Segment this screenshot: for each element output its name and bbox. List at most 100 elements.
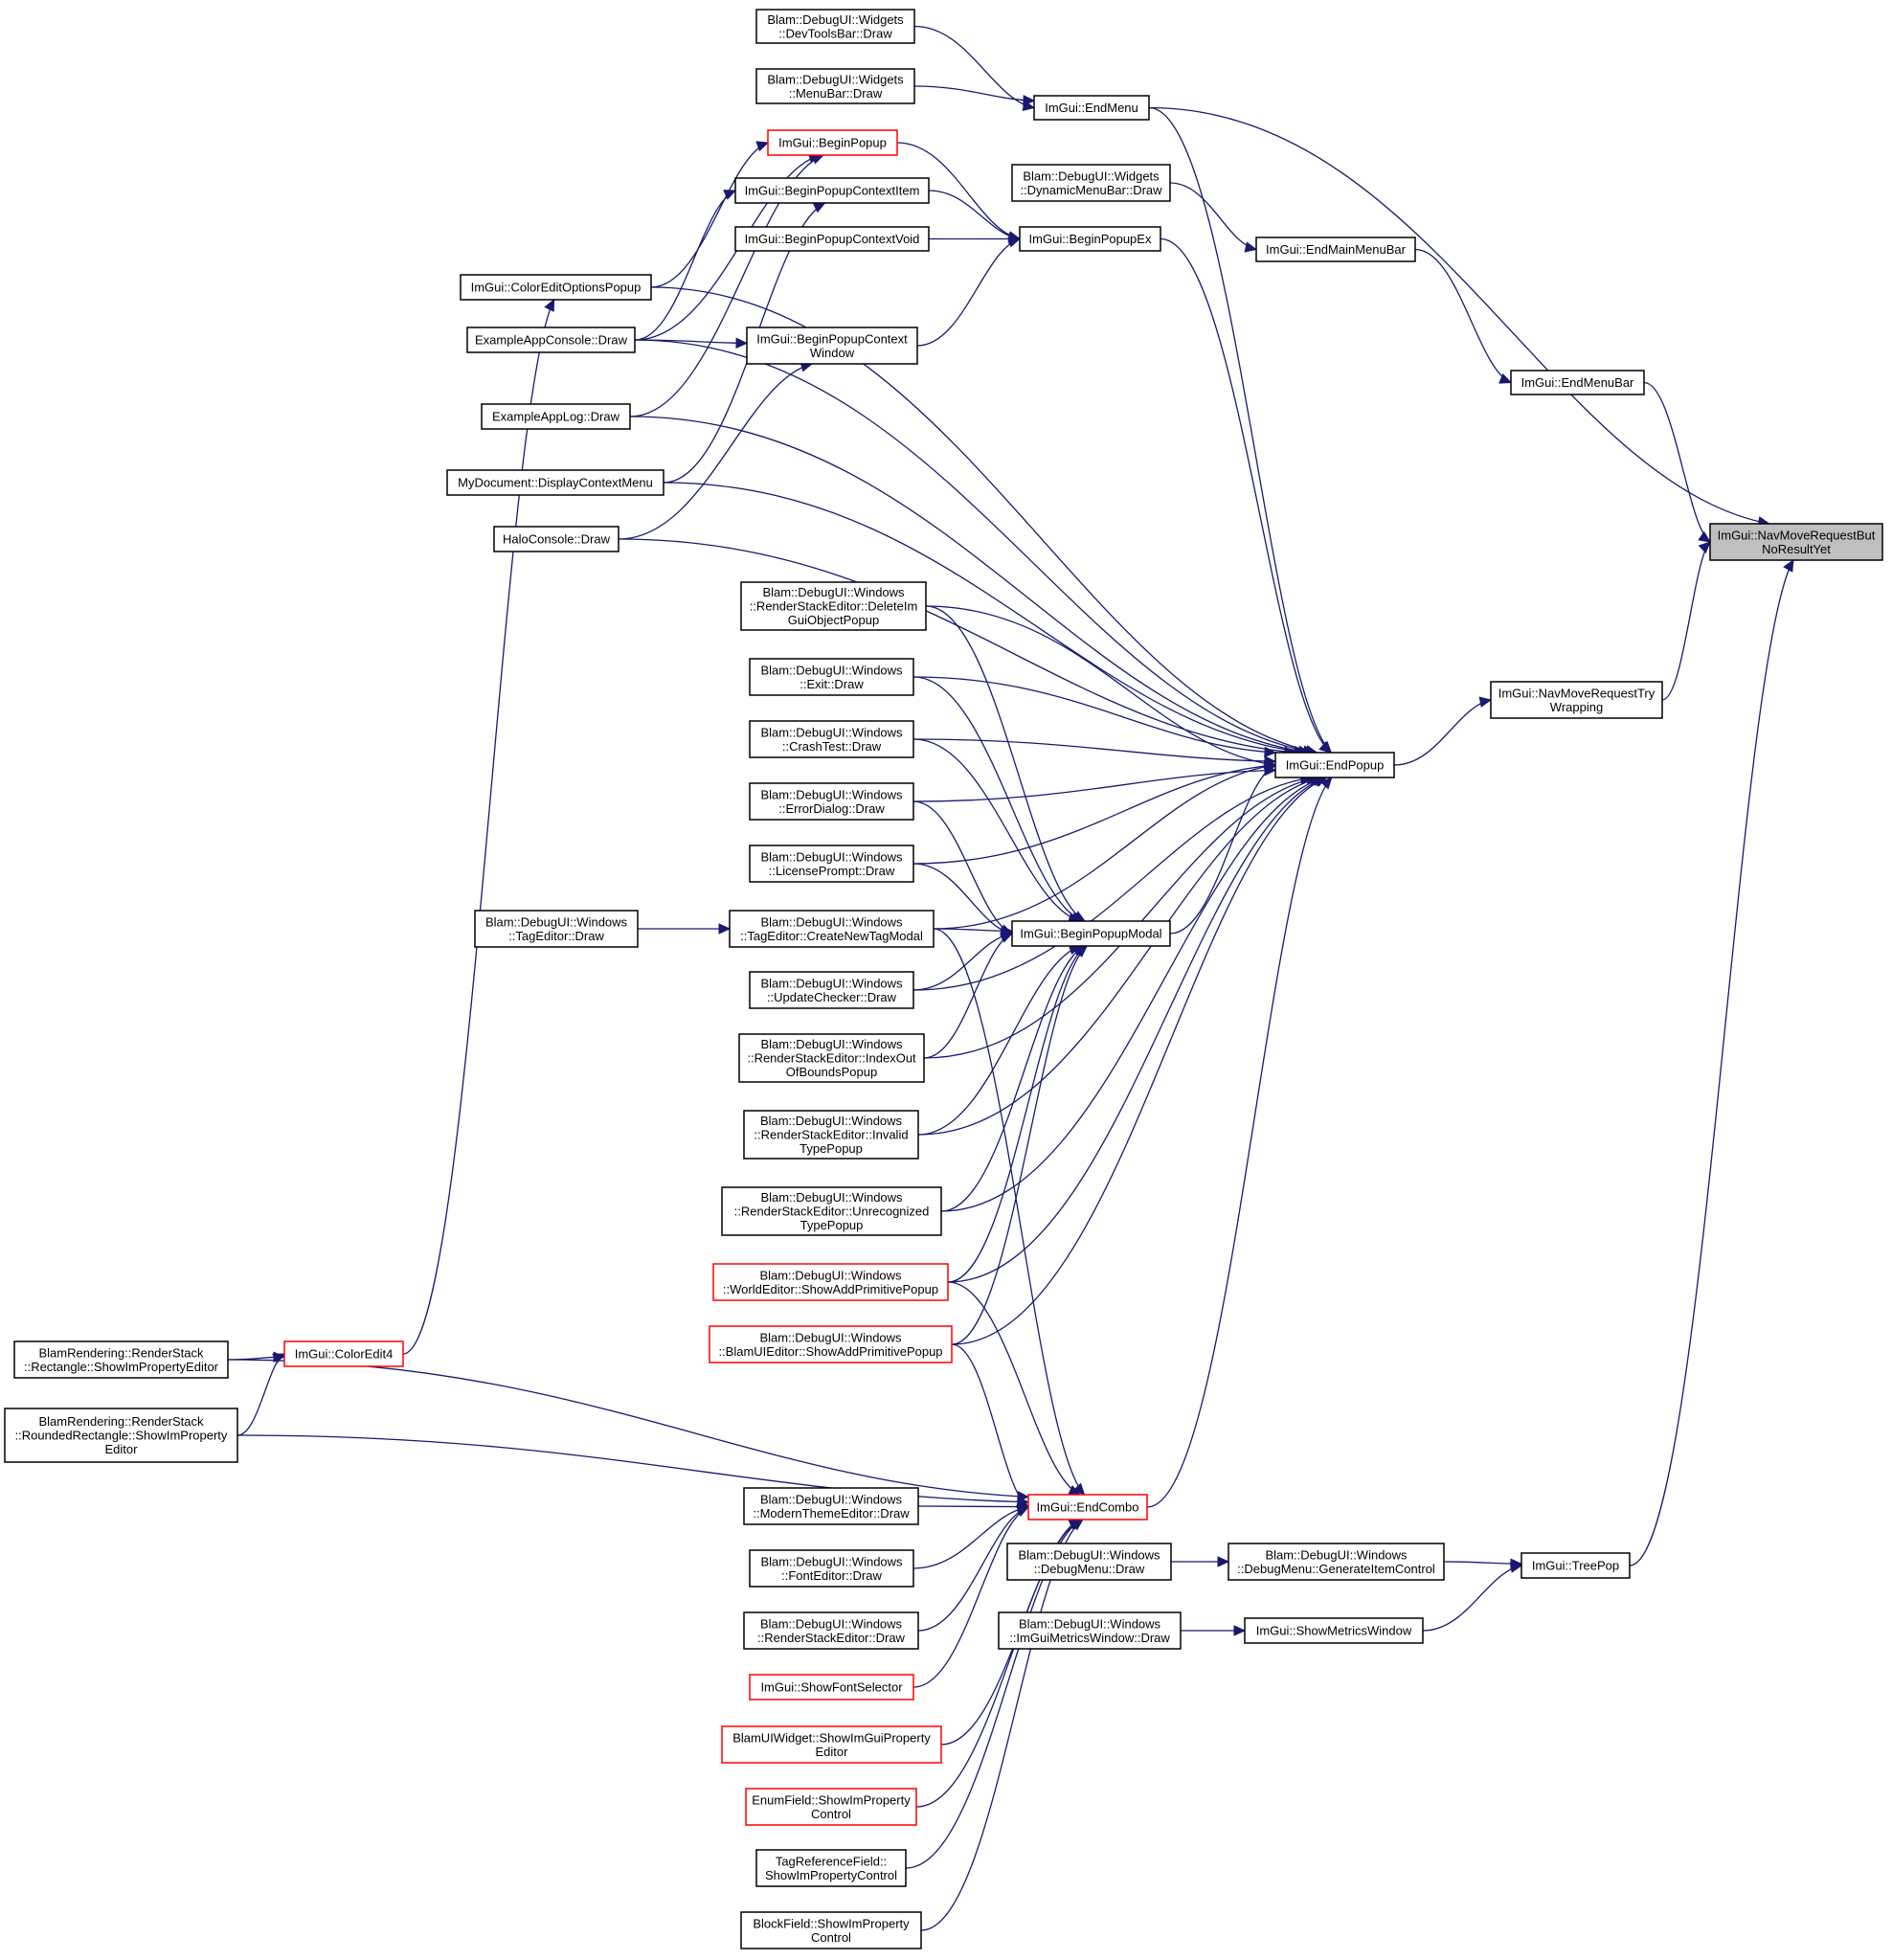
edge-endcombo-to-endpopup [1146, 777, 1333, 1508]
edge-blamuieditor-to-endcombo [951, 1343, 1030, 1508]
node-rsindex[interactable]: Blam::DebugUI::Windows::RenderStackEdito… [738, 1033, 925, 1083]
node-blamuieditor[interactable]: Blam::DebugUI::Windows::BlamUIEditor::Sh… [709, 1325, 953, 1363]
edge-exitdraw-to-endpopup [912, 676, 1277, 758]
node-bpcvoid[interactable]: ImGui::BeginPopupContextVoid [734, 226, 930, 252]
node-box [712, 1263, 949, 1301]
node-label: ExampleAppConsole::Draw [475, 333, 628, 348]
node-moderntheme[interactable]: Blam::DebugUI::Windows::ModernThemeEdito… [743, 1487, 919, 1525]
node-debugmenu[interactable]: Blam::DebugUI::Windows::DebugMenu::Draw [1006, 1543, 1172, 1581]
node-beginpopup[interactable]: ImGui::BeginPopup [767, 129, 898, 156]
node-label: Blam::DebugUI::Widgets [767, 72, 904, 86]
node-fontselector[interactable]: ImGui::ShowFontSelector [749, 1674, 914, 1701]
node-showmetrics[interactable]: ImGui::ShowMetricsWindow [1244, 1617, 1424, 1644]
node-tageditor[interactable]: Blam::DebugUI::Windows::TagEditor::Draw [474, 910, 639, 948]
node-box [4, 1408, 238, 1463]
node-updatechecker[interactable]: Blam::DebugUI::Windows::UpdateChecker::D… [749, 971, 914, 1009]
edge-line [912, 933, 1013, 991]
node-createtag[interactable]: Blam::DebugUI::Windows::TagEditor::Creat… [729, 910, 935, 948]
arrowhead [1000, 932, 1014, 943]
edge-line [1148, 106, 1769, 525]
edge-bpcvoid-to-beginpopupex [929, 233, 1022, 245]
node-endpopup[interactable]: ImGui::EndPopup [1274, 752, 1395, 778]
node-worldeditor[interactable]: Blam::DebugUI::Windows::WorldEditor::Sho… [712, 1263, 949, 1301]
node-dynmenubar[interactable]: Blam::DebugUI::Widgets::DynamicMenuBar::… [1011, 164, 1171, 202]
node-label: ::RenderStackEditor::IndexOut [747, 1051, 916, 1066]
node-haloconsole[interactable]: HaloConsole::Draw [493, 526, 619, 552]
node-label: Blam::DebugUI::Windows [762, 585, 905, 599]
node-menubar[interactable]: Blam::DebugUI::Widgets::MenuBar::Draw [755, 68, 915, 104]
node-coloreditopts[interactable]: ImGui::ColorEditOptionsPopup [460, 274, 652, 301]
node-errordialog[interactable]: Blam::DebugUI::Windows::ErrorDialog::Dra… [749, 782, 914, 821]
node-beginpopupex[interactable]: ImGui::BeginPopupEx [1019, 226, 1161, 252]
edge-devtools-to-endmenu [913, 25, 1036, 111]
node-label: ::RenderStackEditor::Unrecognized [734, 1205, 930, 1219]
node-roundedrect[interactable]: BlamRendering::RenderStack::RoundedRecta… [4, 1408, 238, 1463]
node-rsunrec[interactable]: Blam::DebugUI::Windows::RenderStackEdito… [721, 1186, 942, 1236]
node-license[interactable]: Blam::DebugUI::Windows::LicensePrompt::D… [749, 845, 914, 883]
node-bpmodal[interactable]: ImGui::BeginPopupModal [1011, 920, 1171, 947]
node-endmenu[interactable]: ImGui::EndMenu [1033, 95, 1150, 121]
node-genitem[interactable]: Blam::DebugUI::Windows::DebugMenu::Gener… [1228, 1543, 1445, 1581]
node-box [749, 845, 914, 883]
edge-coloreditopts-to-beginpopup [650, 141, 770, 288]
node-coloredit4[interactable]: ImGui::ColorEdit4 [283, 1340, 404, 1367]
node-label: ImGui::EndMenu [1045, 101, 1138, 115]
arrowhead [1217, 1556, 1230, 1567]
node-devtools[interactable]: Blam::DebugUI::Widgets::DevToolsBar::Dra… [755, 9, 915, 44]
node-label: Blam::DebugUI::Windows [759, 1330, 902, 1344]
node-box [749, 1549, 914, 1588]
node-endmainmenubar[interactable]: ImGui::EndMainMenuBar [1255, 237, 1416, 262]
node-label: Blam::DebugUI::Windows [1018, 1547, 1160, 1562]
node-rsdraw[interactable]: Blam::DebugUI::Windows::RenderStackEdito… [743, 1611, 919, 1650]
edge-createtag-to-endpopup [933, 760, 1277, 930]
node-label: ::ErrorDialog::Draw [778, 801, 885, 816]
node-box [755, 1849, 907, 1887]
node-label: ShowImPropertyControl [765, 1868, 897, 1882]
node-box [1033, 95, 1150, 121]
arrowhead [735, 337, 749, 349]
node-box [749, 971, 914, 1009]
node-label: Blam::DebugUI::Windows [1019, 1616, 1161, 1631]
edge-endmenu-to-navmove [1148, 106, 1770, 528]
node-fonteditor[interactable]: Blam::DebugUI::Windows::FontEditor::Draw [749, 1549, 914, 1588]
edge-line [650, 286, 1318, 754]
edge-beginpopupex-to-endpopup [1160, 237, 1332, 754]
node-rectangle[interactable]: BlamRendering::RenderStack::Rectangle::S… [13, 1340, 229, 1379]
edge-line [940, 777, 1324, 1212]
node-label: ImGui::BeginPopup [778, 136, 887, 150]
node-enumfield[interactable]: EnumField::ShowImPropertyControl [745, 1788, 917, 1826]
node-metricswin[interactable]: Blam::DebugUI::Windows::ImGuiMetricsWind… [998, 1611, 1182, 1650]
node-label: ::Exit::Draw [800, 677, 864, 691]
node-crashtest[interactable]: Blam::DebugUI::Windows::CrashTest::Draw [749, 720, 914, 758]
node-label: ImGui::BeginPopupModal [1020, 927, 1161, 941]
arrowhead [1070, 1519, 1084, 1531]
node-endcombo[interactable]: ImGui::EndCombo [1027, 1494, 1148, 1521]
edge-line [1422, 1565, 1522, 1632]
node-endmenubar[interactable]: ImGui::EndMenuBar [1510, 370, 1645, 395]
node-label: NoResultYet [1762, 542, 1831, 556]
node-treepop[interactable]: ImGui::TreePop [1520, 1552, 1631, 1579]
edge-endpopup-to-navtry [1393, 696, 1493, 766]
node-applog[interactable]: ExampleAppLog::Draw [481, 403, 631, 430]
node-label: ::RoundedRectangle::ShowImProperty [15, 1429, 228, 1443]
node-label: Blam::DebugUI::Windows [760, 849, 903, 864]
node-exitdraw[interactable]: Blam::DebugUI::Windows::Exit::Draw [749, 658, 914, 696]
edge-rsindex-to-endpopup [923, 774, 1318, 1059]
node-appconsole[interactable]: ExampleAppConsole::Draw [466, 327, 636, 353]
node-mydoc[interactable]: MyDocument::DisplayContextMenu [446, 469, 664, 496]
edge-line [634, 154, 821, 341]
node-label: BlamRendering::RenderStack [39, 1414, 204, 1429]
node-bpcitem[interactable]: ImGui::BeginPopupContextItem [734, 177, 930, 204]
edge-line [912, 863, 1013, 935]
node-rsdelete[interactable]: Blam::DebugUI::Windows::RenderStackEdito… [740, 581, 927, 631]
edge-worldeditor-to-endcombo [947, 1281, 1082, 1496]
node-tagref[interactable]: TagReferenceField::ShowImPropertyControl [755, 1849, 907, 1887]
node-label: Blam::DebugUI::Windows [760, 976, 903, 990]
node-rsinvalid[interactable]: Blam::DebugUI::Windows::RenderStackEdito… [743, 1110, 919, 1160]
node-blockfield[interactable]: BlockField::ShowImPropertyControl [740, 1911, 922, 1949]
